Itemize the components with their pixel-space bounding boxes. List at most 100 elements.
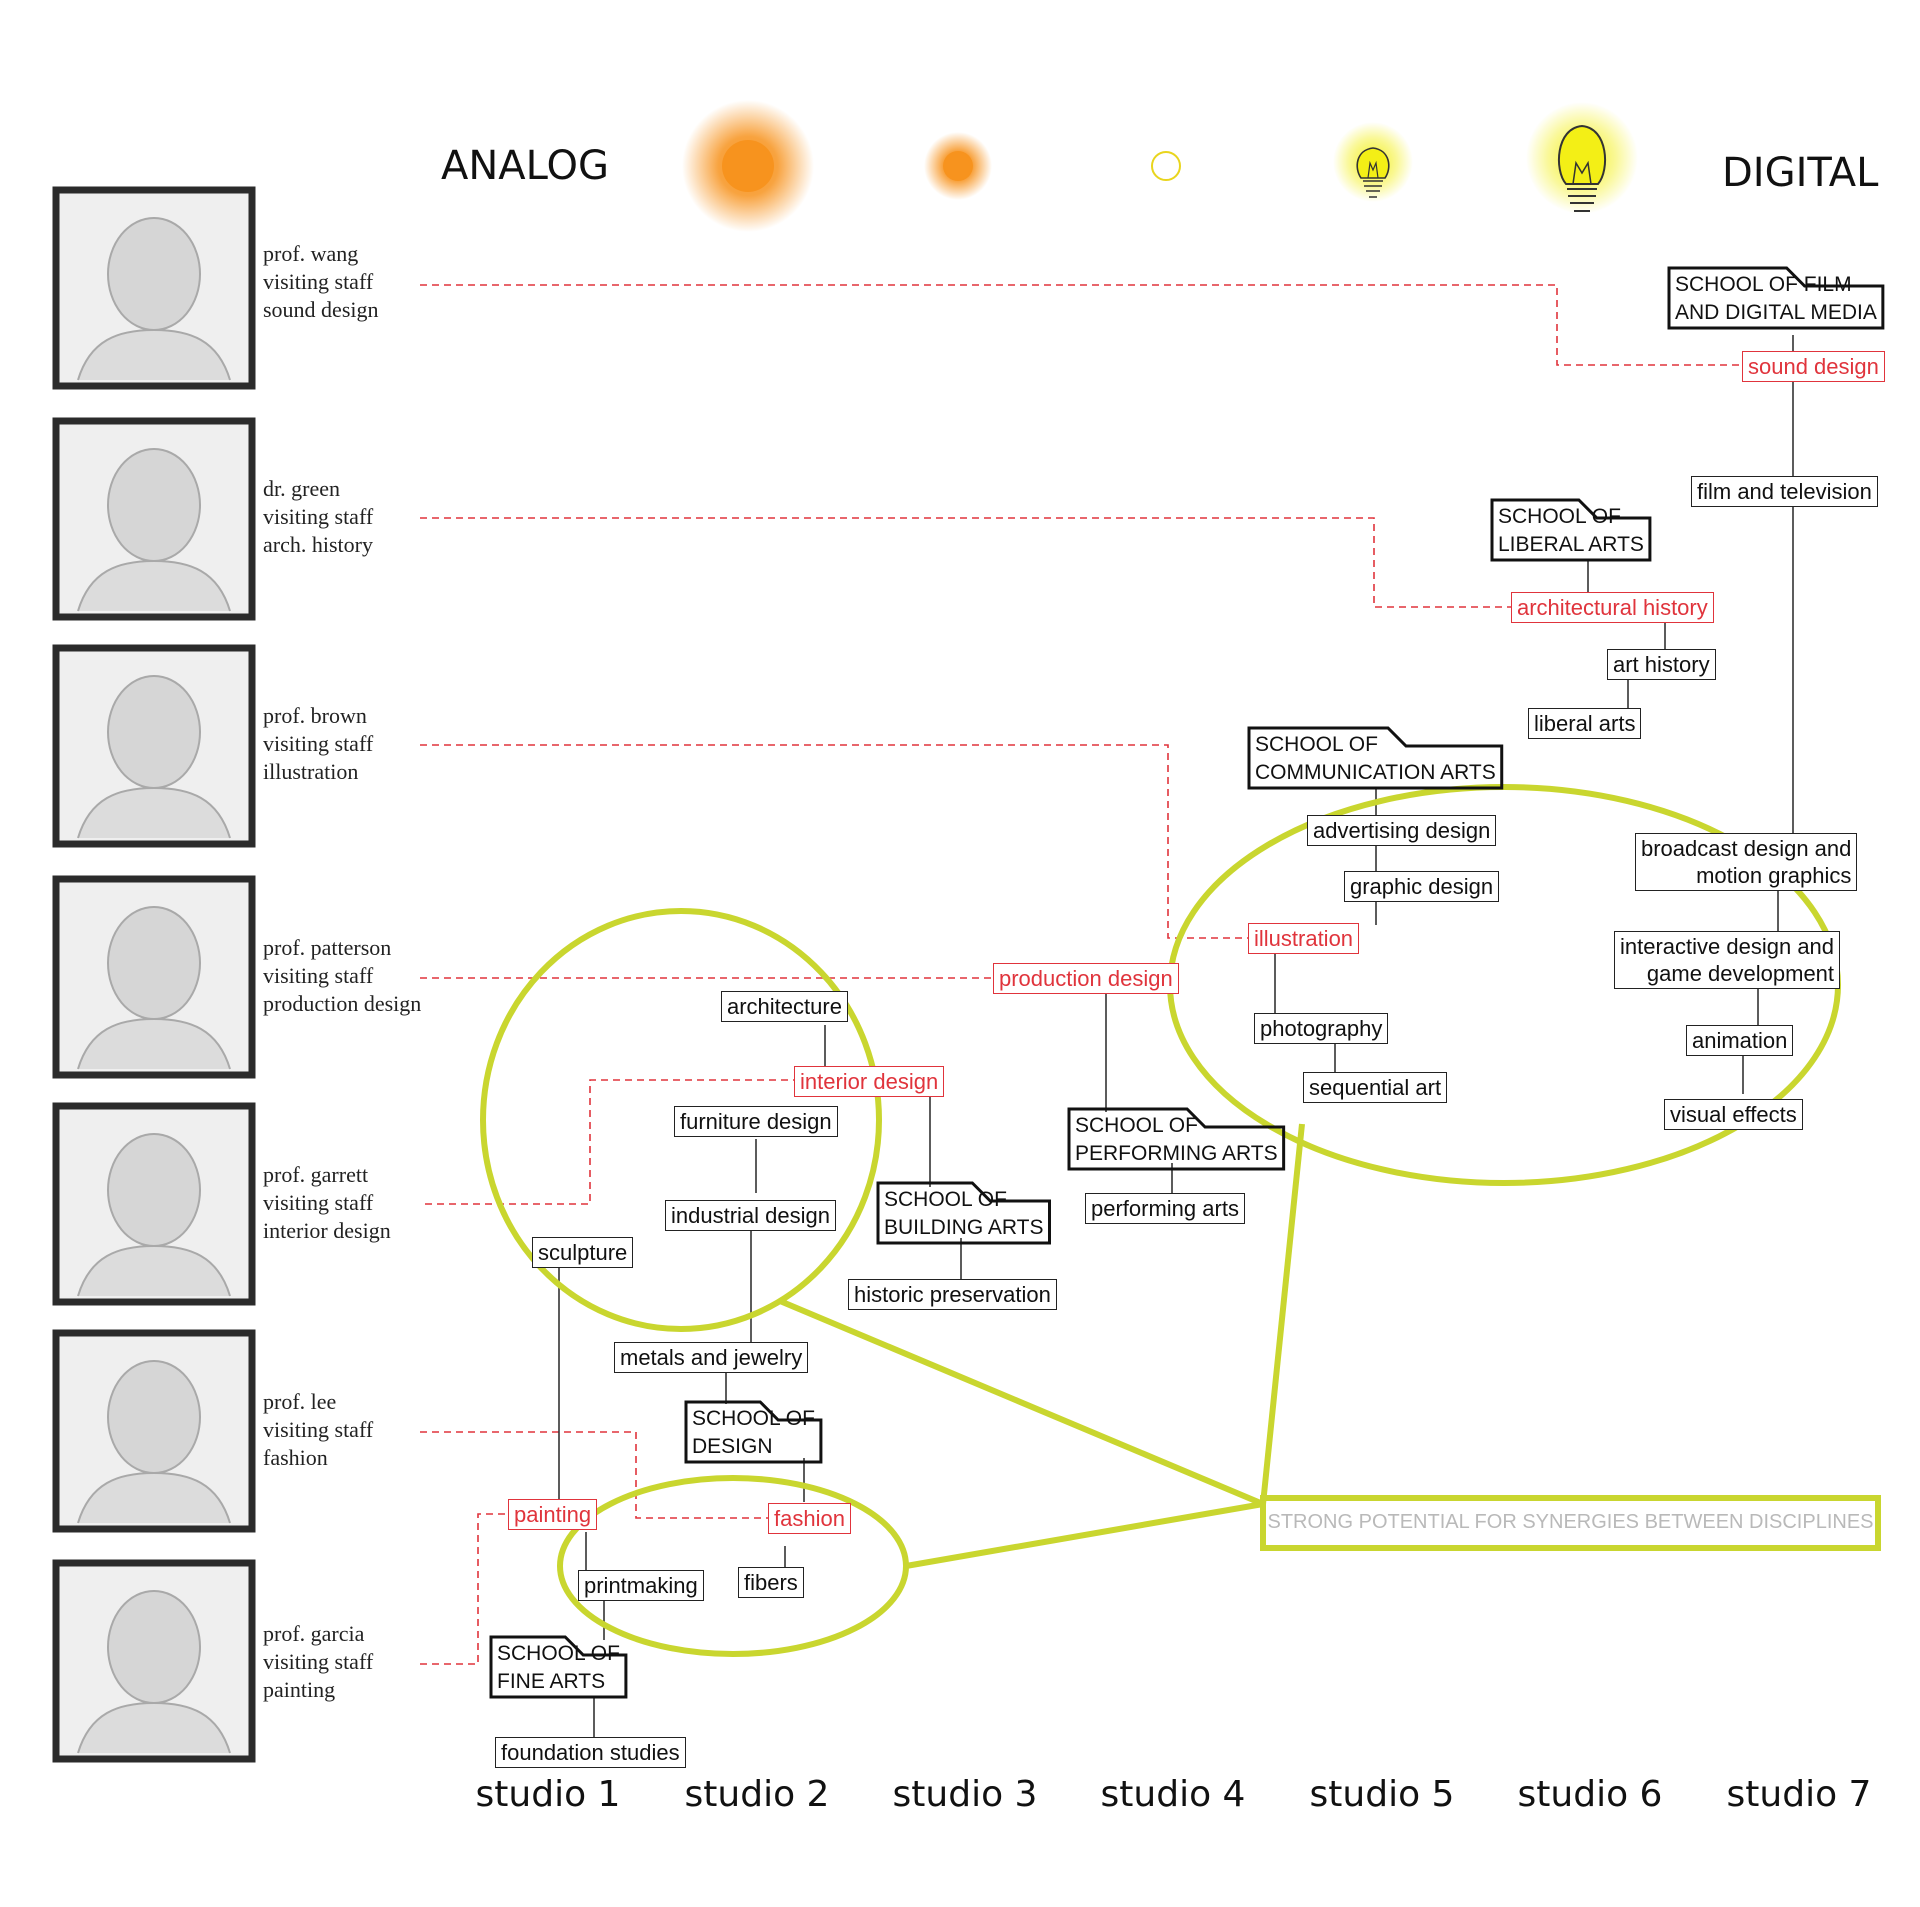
school-line: SCHOOL OF (1498, 505, 1621, 528)
discipline-production-design[interactable]: production design (993, 963, 1179, 994)
analog-label: ANALOG (441, 143, 609, 189)
box-line: game development (1646, 961, 1835, 986)
professor-patterson: prof. patterson visiting staff productio… (263, 934, 421, 1018)
school-liberal-arts: SCHOOL OF LIBERAL ARTS (1498, 503, 1644, 559)
professor-wang: prof. wang visiting staff sound design (263, 240, 379, 324)
school-line: DESIGN (692, 1435, 773, 1458)
discipline-painting[interactable]: painting (508, 1499, 598, 1530)
school-line: SCHOOL OF (497, 1642, 620, 1665)
school-line: COMMUNICATION ARTS (1255, 761, 1496, 784)
discipline-architectural-history[interactable]: architectural history (1511, 592, 1714, 623)
school-line: PERFORMING ARTS (1075, 1142, 1278, 1165)
school-line: FINE ARTS (497, 1670, 606, 1693)
discipline-graphic-design[interactable]: graphic design (1344, 871, 1500, 902)
professor-field: interior design (263, 1218, 391, 1243)
callout-line-a (778, 1298, 1265, 1507)
professor-field: production design (263, 991, 422, 1016)
discipline-performing-arts[interactable]: performing arts (1085, 1193, 1245, 1224)
portrait-icon (52, 1102, 256, 1306)
sun-small-icon (924, 132, 992, 200)
callout-line-b (1260, 1123, 1305, 1505)
discipline-interior-design[interactable]: interior design (794, 1066, 945, 1097)
synergy-callout-text: STRONG POTENTIAL FOR SYNERGIES BETWEEN D… (1267, 1511, 1874, 1533)
discipline-foundation-studies[interactable]: foundation studies (495, 1737, 686, 1768)
professor-field: painting (263, 1677, 336, 1702)
studio-label-4: studio 4 (1100, 1774, 1246, 1815)
discipline-animation[interactable]: animation (1686, 1025, 1794, 1056)
discipline-historic-preservation[interactable]: historic preservation (848, 1279, 1057, 1310)
discipline-film-television[interactable]: film and television (1691, 476, 1878, 507)
professor-field: arch. history (263, 532, 373, 557)
discipline-fibers[interactable]: fibers (738, 1567, 804, 1598)
link-wang (420, 284, 1742, 366)
school-tag-frame (684, 1400, 823, 1464)
synergy-ellipse-fashion (557, 1475, 909, 1657)
discipline-art-history[interactable]: art history (1607, 649, 1716, 680)
school-line: SCHOOL OF FILM (1675, 273, 1852, 296)
professor-name: prof. garcia (263, 1621, 365, 1646)
discipline-visual-effects[interactable]: visual effects (1664, 1099, 1803, 1130)
professor-role: visiting staff (263, 731, 374, 756)
studio-label-6: studio 6 (1517, 1774, 1663, 1815)
link-garcia (420, 1513, 508, 1665)
discipline-broadcast-design[interactable]: broadcast design and motion graphics (1635, 833, 1858, 891)
school-building-arts: SCHOOL OF BUILDING ARTS (884, 1186, 1044, 1242)
professor-role: visiting staff (263, 1417, 374, 1442)
studio-label-1: studio 1 (475, 1774, 621, 1815)
school-tag-frame (489, 1635, 628, 1699)
discipline-interactive-design[interactable]: interactive design and game development (1614, 931, 1841, 989)
studio-label-7: studio 7 (1726, 1774, 1872, 1815)
school-tag-frame (876, 1181, 1051, 1245)
professor-role: visiting staff (263, 963, 374, 988)
school-tag-frame (1067, 1107, 1286, 1171)
synergy-ellipse-design (480, 908, 882, 1332)
school-line: SCHOOL OF (1255, 733, 1378, 756)
discipline-sound-design[interactable]: sound design (1742, 351, 1885, 382)
professor-role: visiting staff (263, 1649, 374, 1674)
school-fine-arts: SCHOOL OF FINE ARTS (497, 1640, 620, 1696)
portrait-icon (52, 644, 256, 848)
box-line: motion graphics (1696, 863, 1852, 888)
portrait-icon (52, 417, 256, 621)
portrait-icon (52, 186, 256, 390)
link-green (420, 517, 1511, 608)
professor-name: prof. patterson (263, 935, 392, 960)
professor-name: prof. brown (263, 703, 367, 728)
portrait-icon (52, 1329, 256, 1533)
school-communication-arts: SCHOOL OF COMMUNICATION ARTS (1255, 731, 1496, 787)
school-line: SCHOOL OF (884, 1188, 1007, 1211)
studio-label-5: studio 5 (1309, 1774, 1455, 1815)
school-line: LIBERAL ARTS (1498, 533, 1644, 556)
discipline-advertising-design[interactable]: advertising design (1307, 815, 1497, 846)
box-line: interactive design and (1620, 934, 1835, 959)
discipline-architecture[interactable]: architecture (721, 991, 848, 1022)
discipline-metals-jewelry[interactable]: metals and jewelry (614, 1342, 809, 1373)
circle-icon (1151, 151, 1181, 181)
link-lee (420, 1431, 768, 1519)
discipline-fashion[interactable]: fashion (768, 1503, 851, 1534)
professor-name: prof. lee (263, 1389, 337, 1414)
lightbulb-small-icon (1333, 122, 1413, 202)
discipline-printmaking[interactable]: printmaking (578, 1570, 704, 1601)
link-brown (420, 744, 1248, 939)
professor-garcia: prof. garcia visiting staff painting (263, 1620, 373, 1704)
studio-label-2: studio 2 (684, 1774, 830, 1815)
studio-label-3: studio 3 (892, 1774, 1038, 1815)
discipline-liberal-arts[interactable]: liberal arts (1528, 708, 1642, 739)
discipline-sculpture[interactable]: sculpture (532, 1237, 634, 1268)
professor-field: fashion (263, 1445, 328, 1470)
digital-label: DIGITAL (1722, 150, 1879, 196)
sun-large-icon (682, 100, 814, 232)
discipline-photography[interactable]: photography (1254, 1013, 1389, 1044)
professor-name: prof. garrett (263, 1162, 369, 1187)
professor-name: dr. green (263, 476, 340, 501)
school-line: SCHOOL OF (692, 1407, 815, 1430)
discipline-illustration[interactable]: illustration (1248, 923, 1360, 954)
discipline-industrial-design[interactable]: industrial design (665, 1200, 836, 1231)
professor-role: visiting staff (263, 1190, 374, 1215)
discipline-furniture-design[interactable]: furniture design (674, 1106, 838, 1137)
discipline-sequential-art[interactable]: sequential art (1303, 1072, 1448, 1103)
school-film-digital-media: SCHOOL OF FILM AND DIGITAL MEDIA (1675, 271, 1877, 327)
professor-green: dr. green visiting staff arch. history (263, 475, 373, 559)
